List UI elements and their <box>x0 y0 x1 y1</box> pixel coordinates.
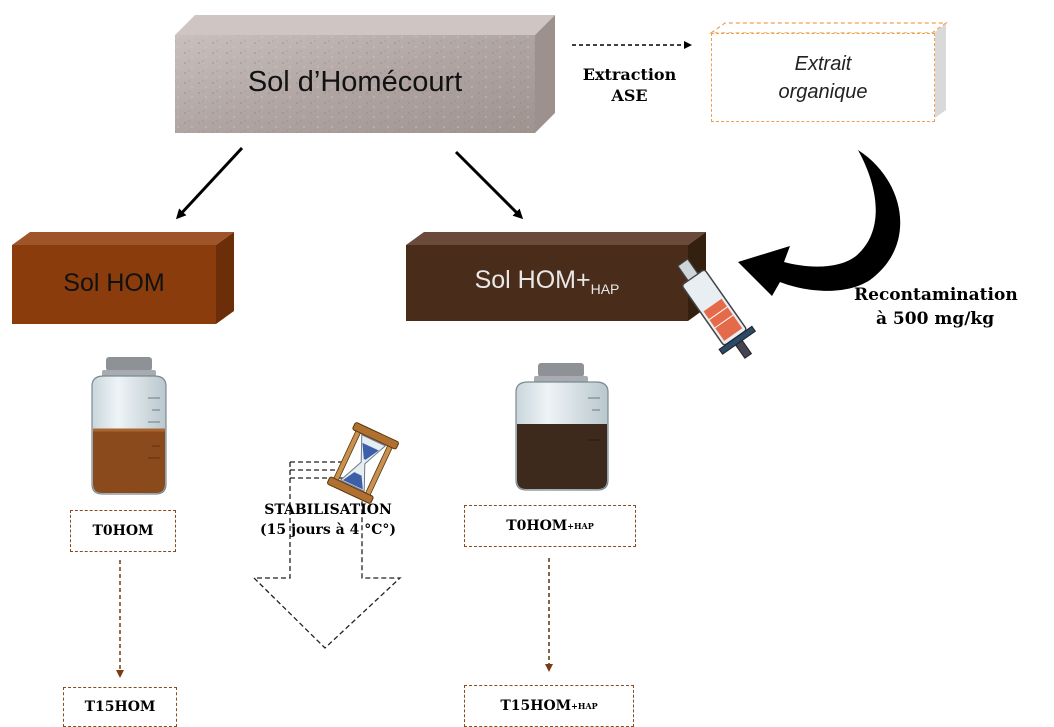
arrow-to-sol-hom <box>175 146 244 220</box>
stabilisation-arrow <box>252 461 402 649</box>
soil-source-label: Sol d’Homécourt <box>247 66 463 98</box>
sample-t15hom-hap-label: T15HOM <box>500 698 572 714</box>
sample-t15hom: T15HOM <box>63 687 177 727</box>
jar-sol-hom-hap-icon <box>515 363 609 491</box>
extraction-label-line1: Extraction <box>582 65 677 84</box>
arrow-to-sol-hom-hap <box>454 150 524 220</box>
syringe-icon <box>676 258 757 359</box>
soil-source-block <box>175 15 555 133</box>
recontamination-arrow <box>738 150 901 296</box>
sample-t0hom: T0HOM <box>70 510 176 552</box>
extract-box: Extrait organique <box>711 33 935 122</box>
extraction-label: Extraction ASE <box>567 64 692 106</box>
recontamination-label-line2: à 500 mg/kg <box>876 309 995 329</box>
extraction-label-line2: ASE <box>611 86 648 105</box>
sample-t15hom-hap-sub: +HAP <box>571 701 598 711</box>
stabilisation-label-line2: (15 jours à 4 °C°) <box>259 522 397 538</box>
hourglass-icon <box>327 422 399 504</box>
extract-label-line2: organique <box>778 80 868 103</box>
jar-sol-hom-icon <box>91 357 167 495</box>
sample-t0hom-hap: T0HOM+HAP <box>464 505 636 547</box>
stabilisation-label-line1: STABILISATION <box>264 502 392 518</box>
recontamination-label: Recontamination à 500 mg/kg <box>854 283 1054 331</box>
recontamination-label-line1: Recontamination <box>854 285 1018 305</box>
sol-hom-hap-label-sub: HAP <box>590 281 620 297</box>
sol-hom-label: Sol HOM <box>63 269 165 297</box>
sample-t0hom-hap-label: T0HOM <box>506 518 568 534</box>
sample-t0hom-hap-sub: +HAP <box>567 521 594 531</box>
sample-t15hom-label: T15HOM <box>84 699 156 715</box>
sol-hom-block <box>12 232 234 324</box>
sample-t15hom-hap: T15HOM+HAP <box>464 685 634 727</box>
stabilisation-label: STABILISATION (15 jours à 4 °C°) <box>238 500 418 540</box>
sol-hom-hap-label-main: Sol HOM+ <box>474 266 591 294</box>
extract-label-line1: Extrait <box>794 52 852 75</box>
sample-t0hom-label: T0HOM <box>92 523 154 539</box>
sol-hom-hap-label: Sol HOM+HAP <box>406 266 688 297</box>
